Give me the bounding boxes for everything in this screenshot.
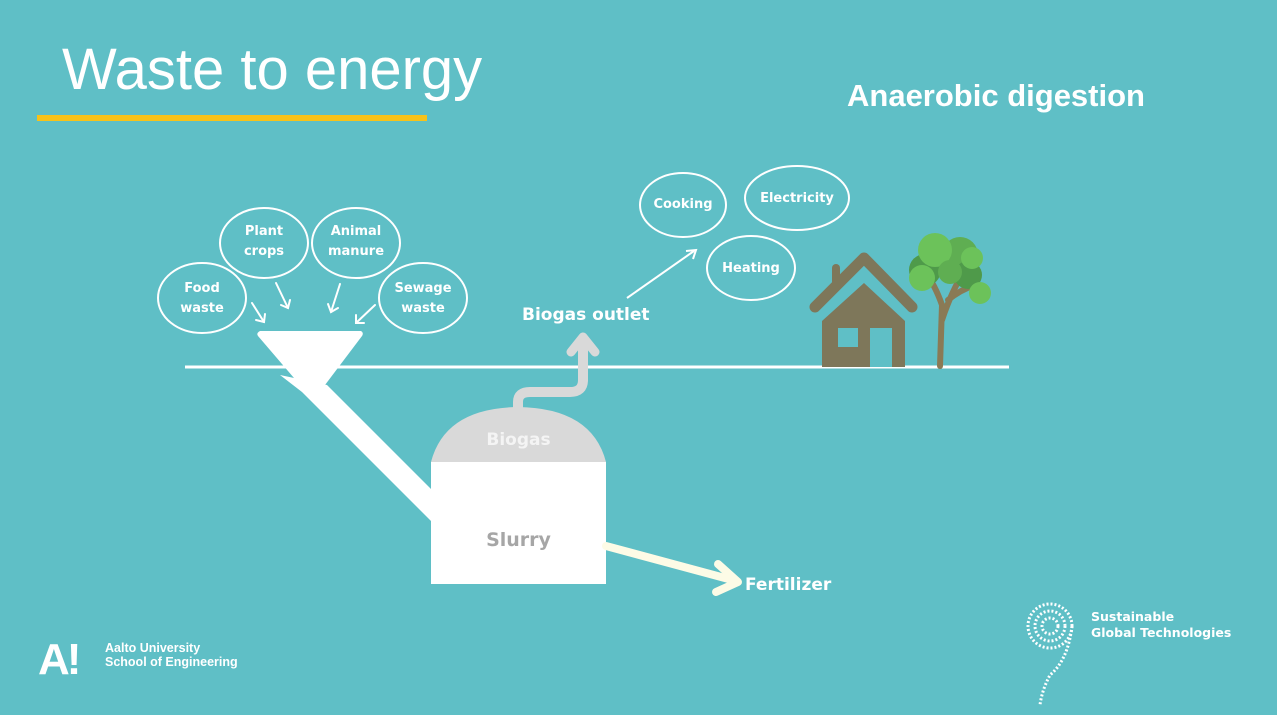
use-label-cooking: Cooking (653, 197, 713, 212)
biogas-outlet-pipe (513, 340, 588, 410)
feed-pipe (280, 375, 432, 522)
bubble-heating (706, 235, 796, 301)
house-icon (809, 252, 918, 367)
input-label-line: waste (180, 301, 224, 316)
aalto-university-name: Aalto University (105, 641, 201, 655)
input-label-line: Food (184, 281, 220, 296)
title-underline (37, 115, 427, 121)
slide-subtitle: Anaerobic digestion (847, 78, 1145, 113)
sgt-spiral-logo (1026, 602, 1074, 706)
bubble-animal-manure (311, 207, 401, 279)
digester-dome (431, 407, 606, 462)
bubble-sewage-waste (378, 262, 468, 334)
digester-biogas-label: Biogas (486, 430, 551, 450)
fertilizer-label: Fertilizer (745, 575, 832, 595)
fertilizer-arrowhead (712, 560, 742, 596)
uses-arrow (626, 250, 695, 299)
input-label-line: Animal (330, 224, 382, 239)
input-label-line: Plant (244, 224, 284, 239)
bubble-cooking (639, 172, 727, 238)
slide-title: Waste to energy (62, 37, 483, 102)
digester-tank (431, 462, 606, 584)
biogas-outlet-arrowhead (566, 332, 600, 357)
bubble-plant-crops (219, 207, 309, 279)
sgt-branding: Sustainable Global Technologies (1091, 609, 1231, 641)
aalto-text: Aalto University School of Engineering (105, 641, 238, 669)
use-label-heating: Heating (722, 261, 780, 276)
bubble-food-waste (157, 262, 247, 334)
digester-slurry-label: Slurry (486, 529, 551, 551)
input-label-food-waste: Food waste (162, 279, 242, 319)
sgt-line-2: Global Technologies (1091, 625, 1232, 640)
input-arrows (251, 282, 376, 324)
input-label-sewage-waste: Sewage waste (383, 279, 463, 319)
funnel (257, 331, 363, 385)
aalto-logo: A! (38, 635, 81, 684)
aalto-school-name: School of Engineering (105, 655, 238, 669)
use-label-electricity: Electricity (760, 191, 834, 206)
sgt-line-1: Sustainable (1091, 609, 1175, 624)
input-label-line: waste (401, 301, 445, 316)
input-label-line: crops (243, 244, 285, 259)
biogas-outlet-label: Biogas outlet (522, 305, 650, 325)
uses-arrowhead (685, 248, 698, 260)
fertilizer-arrow (602, 542, 740, 585)
input-label-line: Sewage (394, 281, 452, 296)
input-label-line: manure (327, 244, 385, 259)
bubble-electricity (744, 165, 850, 231)
input-label-plant-crops: Plant crops (224, 222, 304, 262)
input-label-animal-manure: Animal manure (316, 222, 396, 262)
tree-icon (909, 233, 991, 369)
